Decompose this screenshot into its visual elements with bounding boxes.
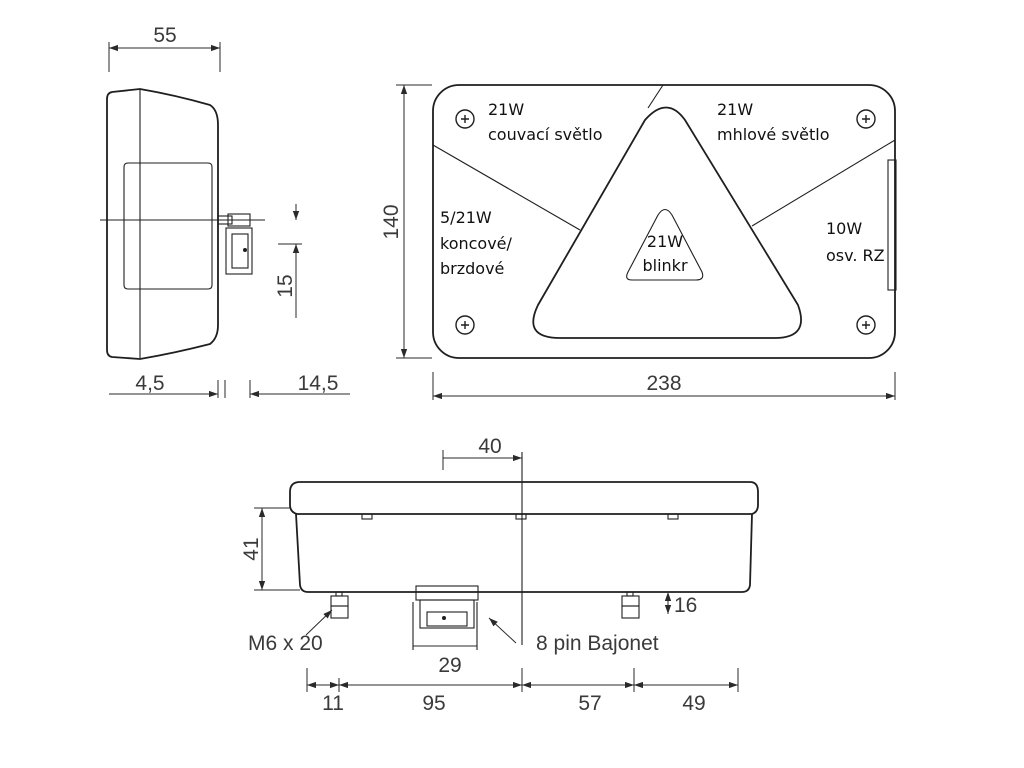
tail-watt: 5/21W: [440, 208, 492, 227]
dim-connector-width: 29: [438, 654, 461, 677]
note-bolt: M6 x 20: [248, 632, 323, 655]
dim-side-depth-left: 4,5: [135, 372, 164, 395]
screw-icon: [455, 315, 475, 335]
note-connector: 8 pin Bajonet: [536, 632, 659, 655]
dim-bottom-offset: 40: [478, 435, 501, 458]
dim-bolt-length: 16: [674, 594, 697, 617]
tail-name-1: koncové/: [440, 234, 513, 253]
fog-watt: 21W: [717, 100, 753, 119]
reverse-name: couvací světlo: [488, 125, 602, 144]
screw-icon: [856, 109, 876, 129]
dim-bottom-height: 41: [240, 537, 263, 560]
bottom-view: 29 40 41 16 M6 x 20 8 pin Bajonet 11 95 …: [240, 435, 759, 715]
side-view: 55 4,5 14,5 15: [100, 24, 350, 398]
dim-front-width: 238: [646, 372, 681, 395]
plate-watt: 10W: [826, 219, 862, 238]
indicator-name: blinkr: [642, 256, 687, 275]
dim-connector-offset: 15: [274, 274, 297, 297]
dim-seg-3: 57: [578, 692, 601, 715]
screw-icon: [856, 315, 876, 335]
dim-seg-2: 95: [422, 692, 445, 715]
reverse-watt: 21W: [488, 100, 524, 119]
indicator-watt: 21W: [647, 232, 683, 251]
tail-name-2: brzdové: [440, 259, 504, 278]
dim-front-height: 140: [380, 204, 403, 239]
fog-name: mhlové světlo: [717, 125, 830, 144]
front-view: 21W couvací světlo 21W mhlové světlo 5/2…: [380, 84, 897, 400]
dim-seg-1: 11: [322, 692, 344, 715]
dim-side-width: 55: [153, 24, 176, 47]
plate-name: osv. RZ: [826, 246, 885, 265]
screw-icon: [455, 109, 475, 129]
dim-seg-4: 49: [682, 692, 705, 715]
dim-side-depth-right: 14,5: [298, 372, 339, 395]
